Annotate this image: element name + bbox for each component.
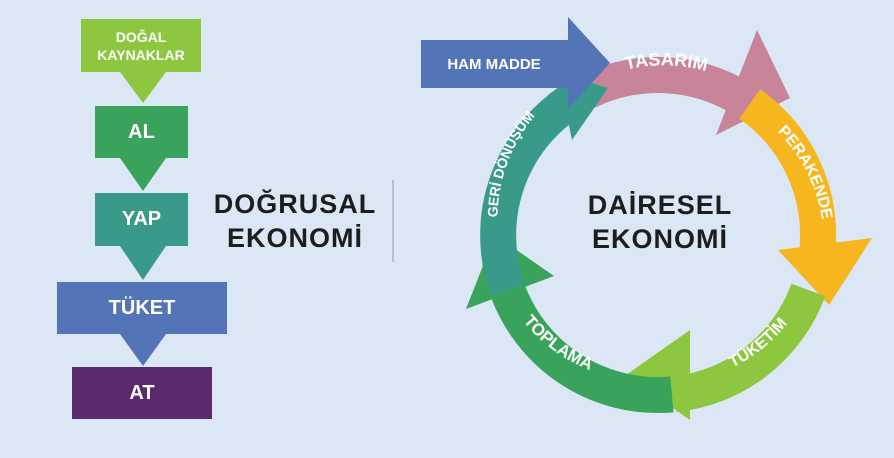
arrow-down-icon (120, 158, 166, 191)
arrowhead-retail-icon (778, 238, 872, 305)
circular-title-line2: EKONOMİ (591, 224, 728, 254)
circular-title: DAİRESEL EKONOMİ (565, 188, 755, 256)
step-make-label: YAP (121, 208, 162, 230)
divider (392, 180, 394, 262)
step-consume-label: TÜKET (108, 296, 176, 319)
step-dispose: AT (72, 367, 212, 419)
step-take: AL (95, 106, 188, 158)
arrowhead-consumption-icon (626, 330, 690, 420)
arrowhead-design-icon (716, 30, 790, 135)
segment-retail (739, 89, 837, 254)
arrow-down-icon (120, 334, 166, 366)
step-make: YAP (95, 193, 188, 246)
step-natural-resources-label-2: KAYNAKLAR (97, 46, 185, 63)
step-consume: TÜKET (57, 282, 227, 334)
linear-title: DOĞRUSAL EKONOMİ (205, 187, 385, 255)
step-dispose-label: AT (129, 381, 155, 404)
raw-material-arrow (421, 17, 610, 109)
step-take-label: AL (128, 120, 155, 143)
linear-title-line2: EKONOMİ (226, 223, 363, 253)
step-natural-resources: DOĞAL KAYNAKLAR (81, 19, 201, 72)
segment-collection (486, 272, 674, 413)
circular-title-line1: DAİRESEL (587, 190, 733, 220)
linear-title-line1: DOĞRUSAL (213, 189, 377, 219)
segment-consumption (672, 283, 826, 413)
raw-material-label: HAM MADDE (447, 56, 540, 73)
step-natural-resources-label-1: DOĞAL (115, 28, 167, 45)
segment-recycling (480, 79, 590, 296)
arrow-down-icon (120, 246, 166, 280)
arrow-down-icon (120, 72, 166, 103)
